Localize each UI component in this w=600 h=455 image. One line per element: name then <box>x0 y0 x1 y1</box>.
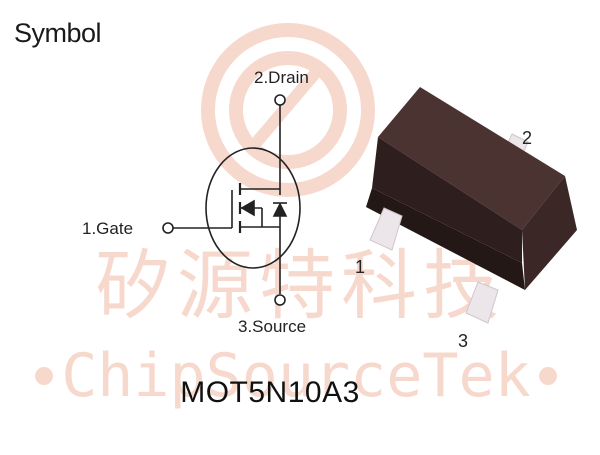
watermark-cn: 矽源特科技 <box>95 241 505 330</box>
mosfet-symbol <box>162 94 301 306</box>
symbol-heading: Symbol <box>14 18 102 48</box>
package-bottom-face <box>366 188 525 290</box>
gate-terminal <box>162 222 174 234</box>
source-terminal <box>274 294 286 306</box>
gate-label: 1.Gate <box>82 219 133 238</box>
watermark-dot-left <box>35 367 53 385</box>
watermark-en: ChipSourceTek <box>61 341 531 411</box>
watermark-logo <box>201 23 375 197</box>
drain-terminal <box>274 94 286 106</box>
package-front-face <box>372 137 522 263</box>
body-diode <box>272 202 288 217</box>
package-top-face <box>378 87 565 230</box>
pin3-label: 3 <box>458 331 468 351</box>
source-label: 3.Source <box>238 317 306 336</box>
pin2-label: 2 <box>522 128 532 148</box>
drain-label: 2.Drain <box>254 68 309 87</box>
sot23-package <box>366 87 577 324</box>
lead-pin3 <box>465 281 499 324</box>
symbol-outline <box>205 147 301 269</box>
part-number: MOT5N10A3 <box>180 376 360 409</box>
watermark: 矽源特科技 ChipSourceTek <box>35 23 557 411</box>
body-arrow <box>240 199 255 217</box>
lead-pin1 <box>369 207 403 251</box>
package-side-face <box>522 176 577 290</box>
watermark-dot-right <box>539 367 557 385</box>
pin1-label: 1 <box>355 257 365 277</box>
